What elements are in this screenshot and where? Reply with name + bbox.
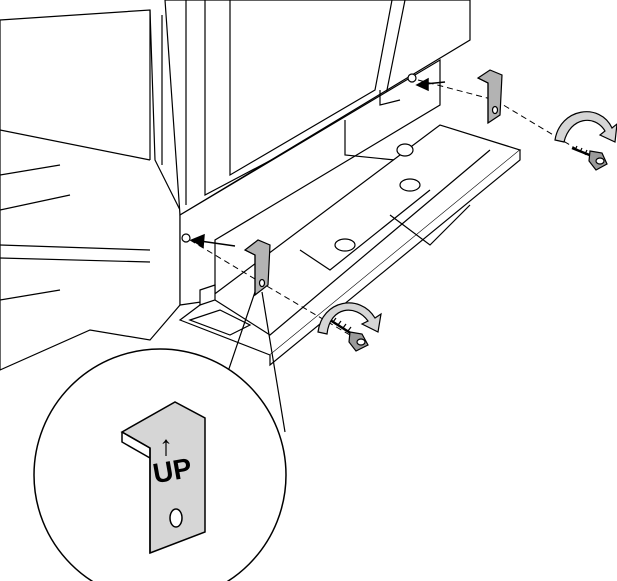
- tray-inner-edge: [214, 149, 491, 336]
- left-screw-thread: [329, 318, 353, 336]
- left-rotation-arrow: [317, 302, 382, 335]
- front-door: [164, 0, 471, 217]
- cabinet-side-panel: [0, 9, 181, 371]
- cabinet-groove-3: [0, 289, 61, 301]
- left-insert-arrow-head: [190, 233, 205, 249]
- clockwise-rotation-arrow-icon: [317, 302, 382, 335]
- right-mounting-hole: [407, 73, 417, 83]
- cabinet-groove-1: [0, 164, 61, 176]
- enlarged-bracket-fold: [121, 431, 151, 553]
- left-bracket-fold: [244, 249, 256, 295]
- left-bracket-hole: [258, 278, 266, 288]
- frame-rail: [179, 58, 441, 306]
- left-insert-arrow-shaft: [199, 240, 236, 247]
- clockwise-rotation-arrow-icon: [554, 111, 617, 143]
- right-rotation-arrow: [554, 111, 617, 143]
- cabinet-edge-1: [0, 129, 151, 161]
- l-bracket-icon: [120, 401, 206, 555]
- printer-cabinet: [0, 9, 181, 371]
- mounting-holes: [181, 73, 417, 243]
- right-bracket-fold: [477, 77, 489, 123]
- tray-clip: [199, 284, 216, 306]
- l-bracket-icon: [476, 69, 503, 125]
- door-inner-panel: [229, 0, 393, 177]
- hex-socket-screw-icon: [571, 145, 608, 171]
- right-screw-thread-marks: [574, 145, 588, 155]
- magnifier-callout: ↑ UP: [33, 291, 287, 581]
- tray-tab-3: [396, 143, 414, 157]
- enlarged-bracket-hole: [169, 508, 183, 528]
- insert-direction-arrow-icon: [190, 77, 446, 249]
- tray-rib-2: [389, 204, 471, 246]
- frame-notch-2: [379, 90, 401, 106]
- enlarged-bracket-flange: [121, 432, 151, 459]
- right-screw-socket: [595, 157, 605, 165]
- cabinet-groove-2: [0, 194, 71, 211]
- cabinet-seam: [0, 244, 151, 251]
- left-mounting-hole: [181, 233, 191, 243]
- tray-tab-1: [334, 238, 356, 252]
- hex-socket-screw-icon: [329, 317, 369, 352]
- cabinet-seam-2: [0, 257, 151, 263]
- right-bracket-hole: [491, 105, 499, 115]
- l-bracket-icon: [243, 239, 271, 297]
- left-screw-socket: [356, 338, 366, 346]
- right-insert-arrow-head: [415, 77, 429, 92]
- up-arrow-glyph: ↑: [159, 430, 173, 461]
- tray-foot: [188, 309, 252, 336]
- up-label: UP: [151, 452, 195, 489]
- tray-rib: [299, 189, 431, 271]
- left-screw-thread-marks: [332, 317, 352, 332]
- tray-tab-2: [399, 178, 421, 192]
